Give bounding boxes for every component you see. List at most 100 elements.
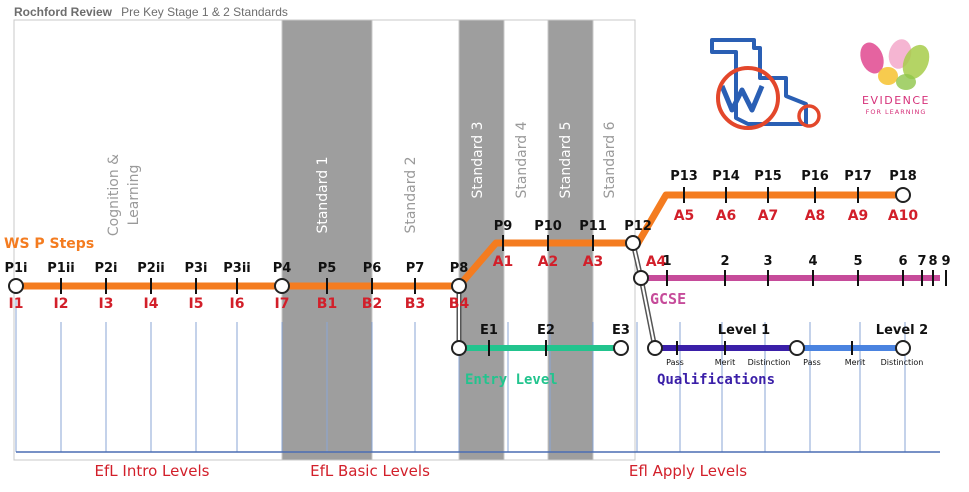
track-node [451, 278, 467, 294]
entry-level-label: E2 [537, 323, 555, 338]
qual-grade-label: Pass [666, 358, 684, 367]
step-label: P3i [184, 261, 207, 276]
step-label: P10 [534, 219, 562, 234]
gcse-grade: 3 [763, 254, 772, 269]
step-code: B3 [405, 296, 425, 312]
step-code: A8 [805, 208, 826, 224]
step-label: P1ii [47, 261, 75, 276]
entry-level-label: E3 [612, 323, 630, 338]
step-code: A3 [583, 254, 604, 270]
step-code: B1 [317, 296, 337, 312]
header-subtitle: Pre Key Stage 1 & 2 Standards [121, 5, 288, 19]
qual-grade-label: Distinction [881, 358, 924, 367]
column-label: Standard 4 [514, 121, 530, 198]
standard-columns: Cognition &Learning Standard 1 Standard 2 S… [13, 19, 636, 461]
track-node [789, 340, 805, 356]
step-label: P6 [363, 261, 382, 276]
qual-level-label: Level 2 [876, 323, 928, 338]
efl-level-label: EfL Intro Levels [95, 462, 210, 480]
step-label: P13 [670, 169, 698, 184]
step-code: A7 [758, 208, 779, 224]
column-label: Standard 6 [602, 121, 618, 198]
ws-steps-track [16, 191, 905, 290]
step-label: P12 [624, 219, 652, 234]
qual-grade-label: Merit [845, 358, 865, 367]
efl-level-label: EfL Basic Levels [310, 462, 430, 480]
header-text: Rochford Review Pre Key Stage 1 & 2 Stan… [14, 1, 288, 20]
track-node [625, 235, 641, 251]
column-label: Standard 2 [403, 156, 419, 233]
step-label: P18 [889, 169, 917, 184]
step-code: A1 [493, 254, 514, 270]
column-bg [371, 19, 460, 461]
qual-level-label: Level 1 [718, 323, 770, 338]
gcse-grade: 5 [853, 254, 862, 269]
step-label: P3ii [223, 261, 251, 276]
qual-grade-label: Merit [715, 358, 735, 367]
efl-bracket: EfL Intro Levels EfL Basic Levels Efl Appl… [15, 300, 940, 480]
qualifications-title: Qualifications [657, 372, 775, 388]
qual-grade-label: Distinction [748, 358, 791, 367]
gcse-grade: 6 [898, 254, 907, 269]
step-code: I3 [99, 296, 114, 312]
track-node [8, 278, 24, 294]
step-code: A2 [538, 254, 559, 270]
step-label: P8 [450, 261, 469, 276]
step-label: P1i [4, 261, 27, 276]
gcse-title: GCSE [650, 290, 686, 308]
column-label: Cognition &Learning [106, 154, 142, 236]
step-code: A9 [848, 208, 869, 224]
column-label-line: Learning [126, 165, 142, 226]
track-node [451, 340, 467, 356]
gcse-grade: 8 [928, 254, 937, 269]
step-label: P5 [318, 261, 337, 276]
ws-steps-title: WS P Steps [4, 236, 94, 252]
step-label: P2ii [137, 261, 165, 276]
step-label: P11 [579, 219, 607, 234]
step-code: I2 [54, 296, 69, 312]
track-node [633, 270, 649, 286]
efl-level-label: Efl Apply Levels [629, 462, 747, 480]
step-label: P7 [406, 261, 425, 276]
step-label: P4 [273, 261, 292, 276]
qual-grade-label: Pass [803, 358, 821, 367]
step-label: P17 [844, 169, 872, 184]
step-code: B2 [362, 296, 382, 312]
step-code: I1 [9, 296, 24, 312]
step-label: P9 [494, 219, 513, 234]
step-label: P2i [94, 261, 117, 276]
track-node [895, 187, 911, 203]
step-code: I6 [230, 296, 245, 312]
column-label: Standard 5 [558, 121, 574, 198]
step-label: P15 [754, 169, 782, 184]
step-label: P16 [801, 169, 829, 184]
gcse-grade: 1 [662, 254, 671, 269]
step-code: I5 [189, 296, 204, 312]
header-brand: Rochford Review [14, 5, 113, 19]
entry-level-label: E1 [480, 323, 498, 338]
step-code: I7 [275, 296, 290, 312]
column-label: Standard 3 [470, 121, 486, 198]
track-node [274, 278, 290, 294]
track-node [647, 340, 663, 356]
gcse-grade: 2 [720, 254, 729, 269]
step-code: A4 [646, 254, 667, 270]
evidence-logo-line1: EVIDENCE [862, 94, 930, 107]
gcse-grade: 7 [917, 254, 926, 269]
column-label-line: Cognition & [106, 154, 122, 236]
progression-tracks: P1iI1P1iiI2P2iI3P2iiI4P3iI5P3iiI6P4I7P5B… [4, 169, 950, 367]
entry-level-title: Entry Level [465, 372, 558, 388]
evidence-logo-line2: FOR LEARNING [866, 108, 927, 116]
evidence-for-learning-logo: EVIDENCE FOR LEARNING [860, 39, 930, 116]
step-code: A5 [674, 208, 695, 224]
track-node [613, 340, 629, 356]
column-label: Standard 1 [315, 156, 331, 233]
gcse-grade: 4 [808, 254, 817, 269]
step-label: P14 [712, 169, 740, 184]
step-code: A6 [716, 208, 737, 224]
step-code: A10 [888, 208, 919, 224]
gcse-grade: 9 [941, 254, 950, 269]
ws-logo [710, 38, 821, 130]
